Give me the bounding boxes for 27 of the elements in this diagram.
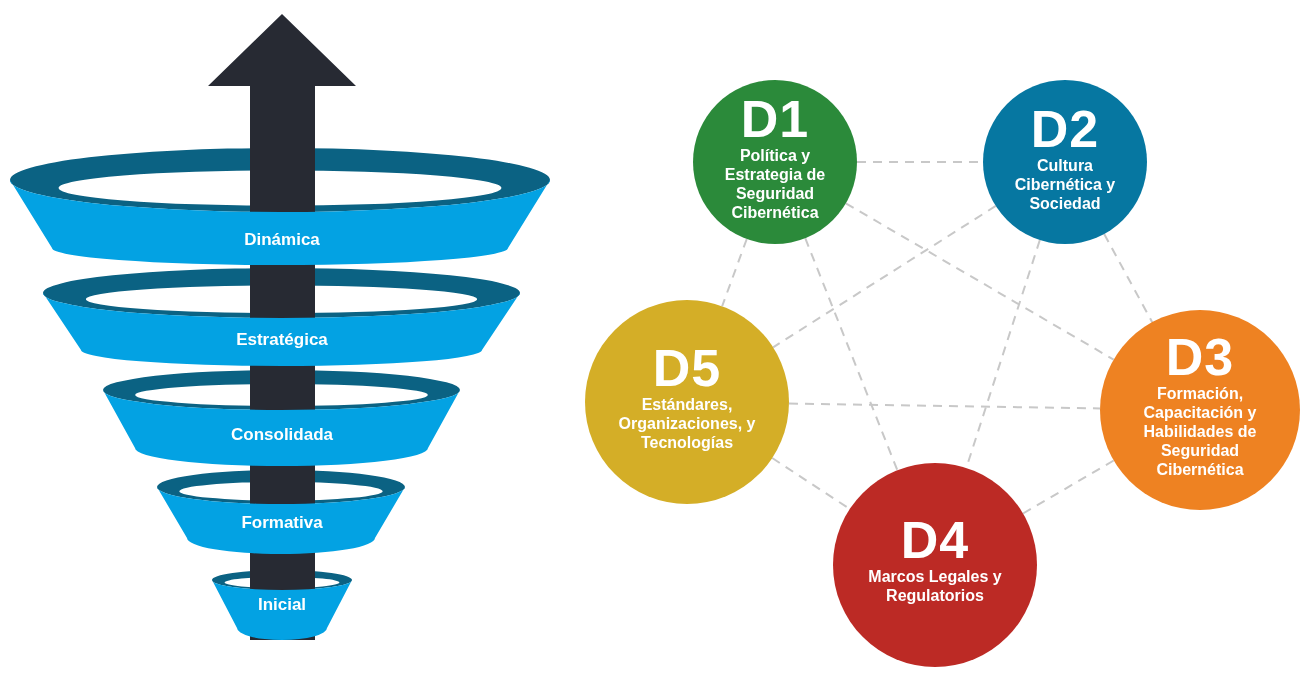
- circle-heading: D2: [1030, 101, 1100, 156]
- funnel-ring: [10, 148, 550, 265]
- ring-label: Inicial: [257, 595, 307, 615]
- funnel-ring: [43, 268, 520, 366]
- ring-label: Consolidada: [231, 425, 333, 445]
- dashed-connector: [804, 237, 899, 472]
- circle-text: Formación, Capacitación y Habilidades de Seguridad Cibernética: [1142, 383, 1258, 479]
- circle-heading: D1: [740, 92, 810, 146]
- dashed-connector: [788, 402, 1101, 410]
- dashed-connector: [721, 238, 748, 308]
- circle-heading: D3: [1165, 329, 1235, 384]
- circle-text: Marcos Legales y Regulatorios: [867, 567, 1003, 605]
- circle-text: Cultura Cibernética y Sociedad: [1013, 155, 1117, 213]
- funnel-ring: [103, 370, 460, 466]
- dashed-connector: [1103, 233, 1154, 324]
- ring-label: Estratégica: [236, 330, 328, 350]
- dashed-connector: [844, 202, 1115, 361]
- circle-text: Estándares, Organizaciones, y Tecnologías: [617, 394, 757, 452]
- ring-label: Dinámica: [244, 230, 320, 250]
- circle-heading: D5: [652, 340, 722, 395]
- circle-heading: D4: [900, 513, 970, 567]
- funnel-ring: [212, 570, 352, 640]
- dashed-connector: [772, 204, 997, 349]
- circle-text: Política y Estrategia de Seguridad Cibernética: [723, 146, 827, 222]
- funnel-ring: [157, 470, 405, 554]
- dashed-connector: [1022, 459, 1115, 515]
- ring-label: Formativa: [241, 513, 323, 533]
